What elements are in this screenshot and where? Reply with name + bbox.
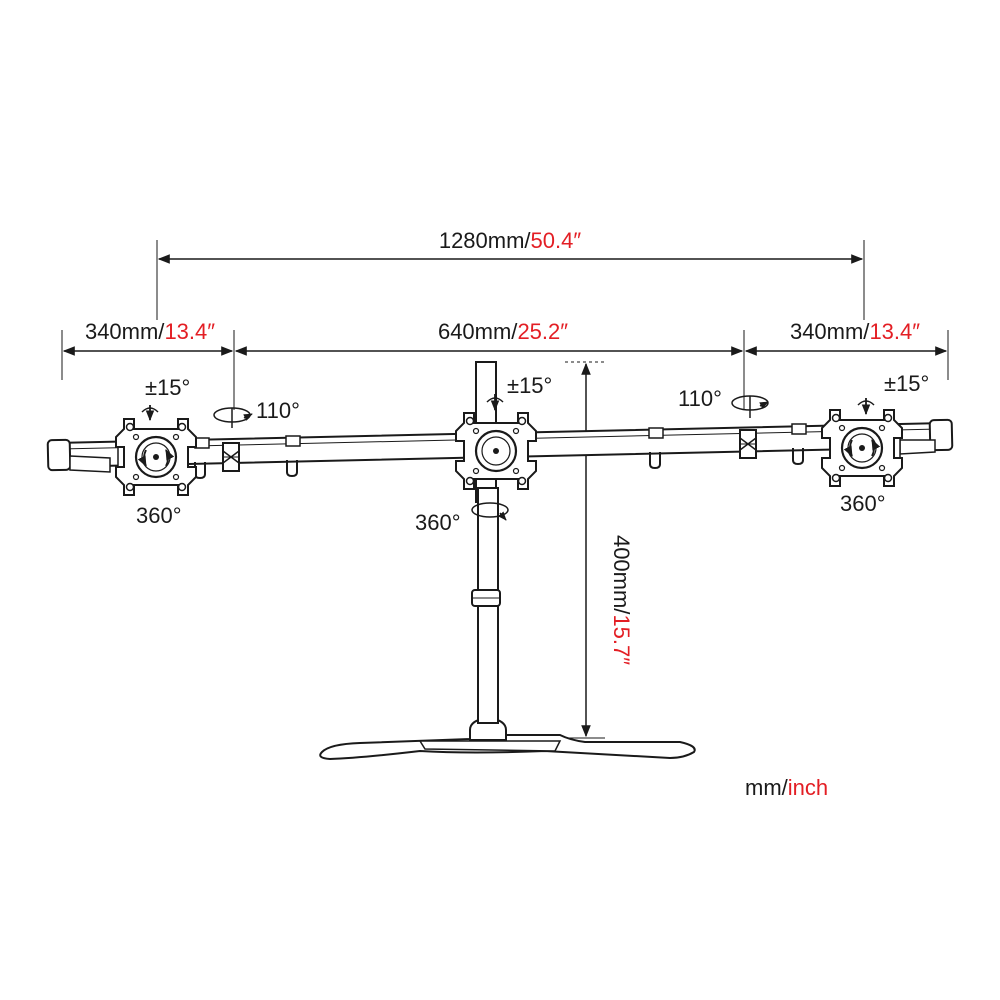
tilt-arrow-icon [141, 407, 159, 413]
center-span-label: 640mm/25.2″ [438, 319, 568, 344]
rotation-arrows [137, 394, 881, 521]
total-width-label: 1280mm/50.4″ [439, 228, 582, 253]
rotate-arrow-icon [165, 449, 175, 467]
center-rotate-label: 360° [415, 510, 461, 535]
stand-pole [471, 361, 501, 724]
left-tilt-label: ±15° [145, 375, 190, 400]
right-rotate-label: 360° [840, 491, 886, 516]
left-rotate-label: 360° [136, 503, 182, 528]
dimension-height: 400mm/15.7″ [565, 361, 634, 739]
cable-clips [194, 423, 807, 479]
right-swivel-label: 110° [678, 386, 722, 411]
dimension-arm-spans: 340mm/13.4″ 640mm/25.2″ 340mm/13.4″ [61, 319, 949, 410]
vesa-plate-right [820, 408, 904, 488]
rotation-labels: ±15° 110° 360° ±15° 360° ±15° 110° 360° [136, 371, 929, 535]
dimension-total-width: 1280mm/50.4″ [156, 228, 865, 320]
stand-base [319, 716, 696, 761]
right-arm-label: 340mm/13.4″ [790, 319, 920, 344]
vesa-plate-center [454, 411, 538, 491]
units-legend: mm/inch [745, 775, 828, 800]
center-tilt-label: ±15° [507, 373, 552, 398]
rotate-arrow-icon [137, 449, 147, 467]
right-tilt-label: ±15° [884, 371, 929, 396]
left-arm-label: 340mm/13.4″ [85, 319, 215, 344]
height-label: 400mm/15.7″ [609, 535, 634, 665]
rotate-arrow-icon [843, 439, 853, 457]
vesa-plate-left [114, 417, 198, 497]
rotate-arrow-icon [471, 502, 509, 518]
left-swivel-label: 110° [256, 398, 300, 423]
